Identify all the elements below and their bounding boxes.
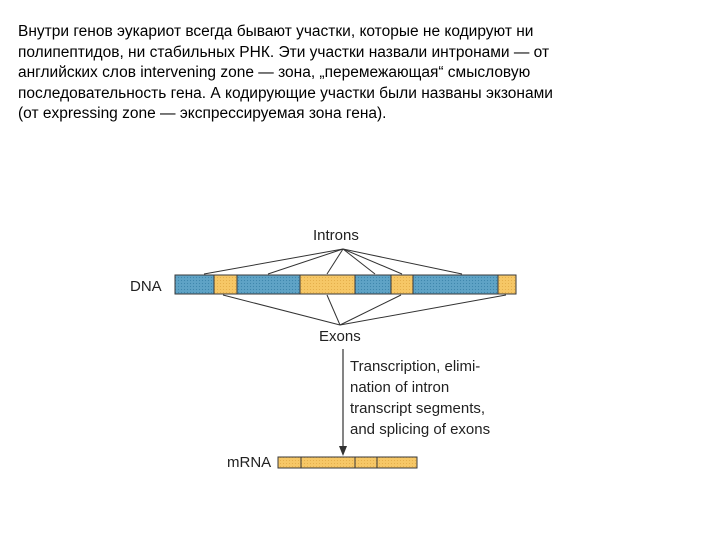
process-line: nation of intron: [350, 379, 449, 396]
dna-exon-segment: [299, 274, 356, 295]
dna-intron-segment: [412, 274, 499, 295]
dna-intron-segment: [236, 274, 301, 295]
mrna-bar: [277, 456, 418, 469]
mrna-label: mRNA: [227, 454, 271, 471]
text-line: (от expressing zone — экспрессируемая зо…: [18, 105, 387, 122]
mrna-exon-segment: [277, 456, 302, 469]
slide-text: Внутри генов эукариот всегда бывают учас…: [18, 22, 708, 125]
text-line: английских слов intervening zone — зона,…: [18, 64, 531, 81]
down-arrow-icon: [339, 349, 347, 456]
dna-label: DNA: [130, 278, 162, 295]
exon-connectors: [222, 294, 507, 326]
process-line: Transcription, elimi-: [350, 358, 480, 375]
process-line: and splicing of exons: [350, 421, 490, 438]
dna-exon-segment: [213, 274, 238, 295]
exons-label: Exons: [319, 328, 361, 345]
text-line: последовательность гена. А кодирующие уч…: [18, 84, 553, 102]
text-line: полипептидов, ни стабильных РНК. Эти уча…: [18, 43, 550, 61]
introns-label: Introns: [313, 227, 359, 244]
mrna-exon-segment: [354, 456, 378, 469]
intron-connectors: [203, 248, 463, 275]
dna-exon-segment: [390, 274, 414, 295]
dna-exon-segment: [497, 274, 517, 295]
dna-intron-segment: [354, 274, 392, 295]
process-line: transcript segments,: [350, 400, 485, 417]
dna-intron-segment: [174, 274, 215, 295]
mrna-exon-segment: [300, 456, 356, 469]
dna-bar: [174, 274, 517, 295]
mrna-exon-segment: [376, 456, 418, 469]
text-line: Внутри генов эукариот всегда бывают учас…: [18, 23, 534, 40]
